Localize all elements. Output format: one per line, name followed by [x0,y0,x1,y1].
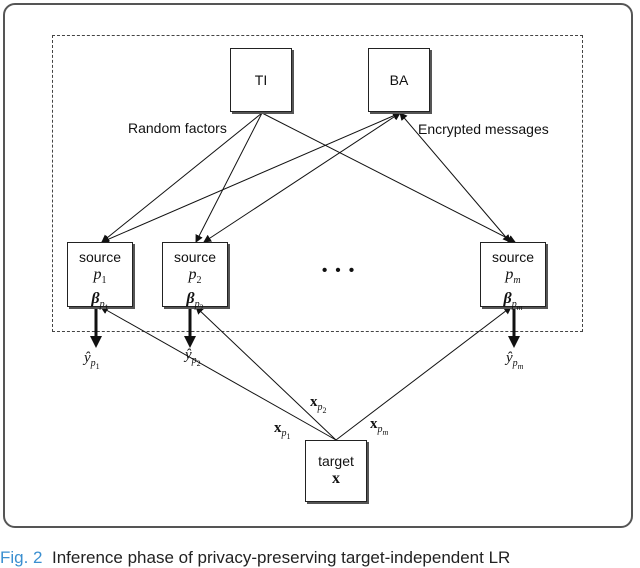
yhat-1: ŷp1 [84,350,100,371]
source-node-1: source p1 βp1 [67,242,133,312]
edge-ba-source2 [203,112,401,243]
ti-label: TI [254,72,268,88]
source-index: p1 [93,266,107,287]
edge-target-sourcem [335,306,512,441]
edge-target-source1 [100,306,337,441]
source-node-m: source pm βpm [480,242,546,312]
ti-node: TI [230,48,292,112]
target-node: target x [305,440,367,502]
x-label-1: xp1 [274,420,291,441]
edge-ba-sourcem [399,112,511,243]
encrypted-messages-label: Encrypted messages [418,121,549,137]
ba-node: BA [368,48,430,112]
yhat-m: ŷpm [506,350,524,371]
caption-text: Inference phase of privacy-preserving ta… [51,548,511,567]
source-label: source [491,249,535,265]
beta-symbol: βpm [503,290,523,313]
target-label: target [318,453,354,469]
x-label-m: xpm [370,416,389,437]
target-var: x [332,470,340,487]
edge-target-source2 [195,306,337,441]
figure-caption: Fig. 2 Inference phase of privacy-preser… [0,548,510,568]
random-factors-label: Random factors [128,120,227,136]
figure-frame [3,3,633,528]
caption-fig-number: Fig. 2 [0,548,43,567]
yhat-2: ŷp2 [185,347,201,368]
source-node-2: source p2 βp2 [162,242,228,312]
source-label: source [78,249,122,265]
beta-symbol: βp2 [186,290,204,313]
x-label-2: xp2 [310,394,327,415]
ba-label: BA [389,72,409,88]
ellipsis: • • • [322,262,357,279]
source-index: p2 [188,266,202,287]
beta-symbol: βp1 [91,290,109,313]
training-region [52,35,583,332]
source-index: pm [505,266,521,287]
source-label: source [173,249,217,265]
